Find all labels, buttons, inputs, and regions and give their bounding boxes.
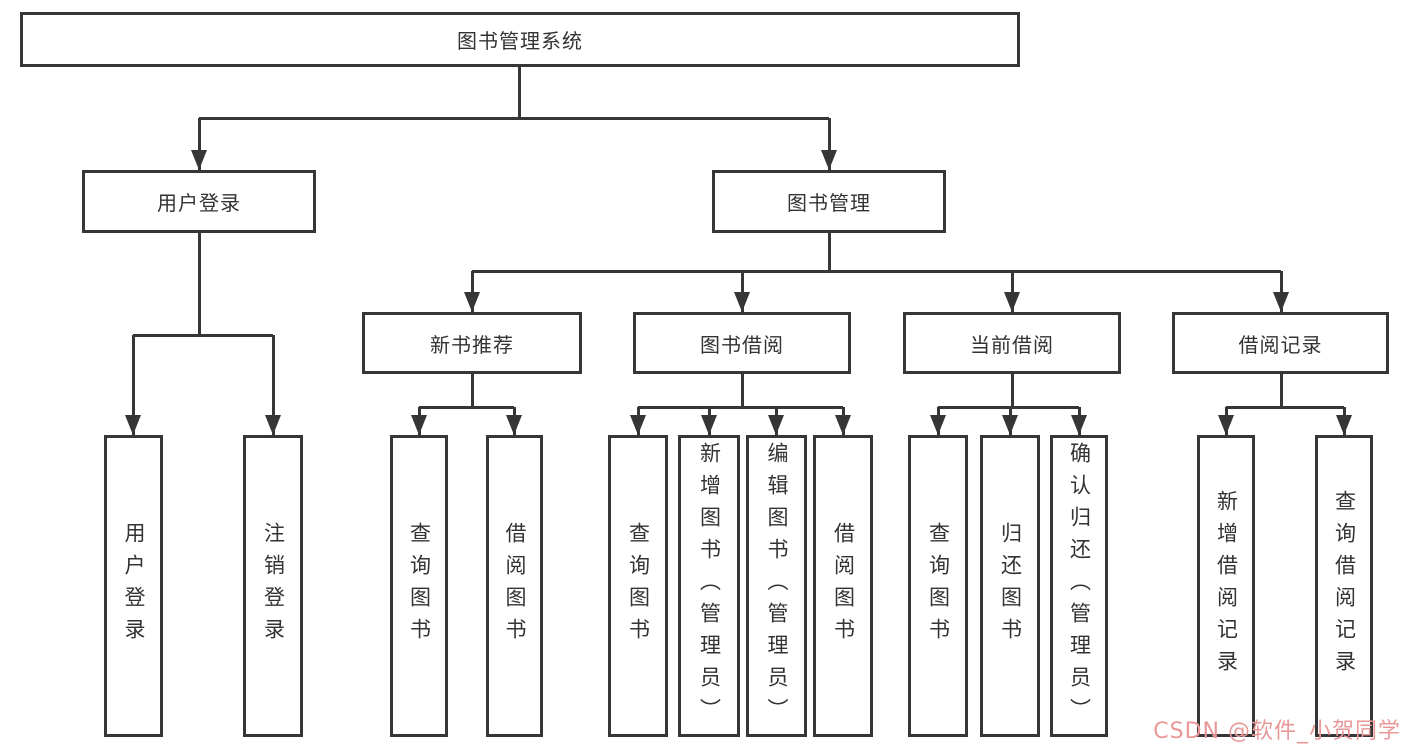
node-label: 借阅记录 <box>1238 332 1323 357</box>
arrowhead <box>506 415 522 435</box>
arrowhead <box>1071 415 1087 435</box>
leaf-label: 借阅图书 <box>503 522 527 650</box>
arrowhead <box>930 415 946 435</box>
node-book-borrowing: 图书借阅 <box>633 312 851 374</box>
node-book-management: 图书管理 <box>712 170 946 233</box>
connector-line <box>272 335 275 435</box>
arrowhead <box>701 415 717 435</box>
connector-line <box>198 118 201 170</box>
arrowhead <box>1336 415 1352 435</box>
connector-line <box>938 406 1079 409</box>
leaf-label: 编辑图书（管理员） <box>765 442 789 730</box>
leaf-query-books-borrowing: 查询图书 <box>608 435 668 737</box>
arrowhead <box>835 415 851 435</box>
connector-line <box>1280 271 1283 312</box>
connector-line <box>133 334 273 337</box>
leaf-borrow-books-recommend: 借阅图书 <box>486 435 543 737</box>
leaf-label: 归还图书 <box>998 522 1023 650</box>
leaf-query-borrow-record: 查询借阅记录 <box>1315 435 1373 737</box>
connector-line <box>471 374 474 407</box>
connector-line <box>741 271 744 312</box>
leaf-return-books: 归还图书 <box>980 435 1040 737</box>
leaf-label: 新增借阅记录 <box>1214 490 1239 682</box>
leaf-borrow-books-borrowing: 借阅图书 <box>813 435 873 737</box>
arrowhead <box>464 292 480 312</box>
connector-line <box>471 271 474 312</box>
leaf-label: 查询图书 <box>407 522 432 650</box>
node-label: 图书管理 <box>787 191 871 215</box>
arrowhead <box>630 415 646 435</box>
connector-line <box>419 406 514 409</box>
node-borrowing-records: 借阅记录 <box>1172 312 1389 374</box>
leaf-query-books-current: 查询图书 <box>908 435 968 737</box>
leaf-label: 新增图书（管理员） <box>697 442 722 730</box>
leaf-logout: 注销登录 <box>243 435 303 737</box>
arrowhead <box>1218 415 1234 435</box>
arrowhead <box>768 415 784 435</box>
arrowhead <box>734 292 750 312</box>
leaf-edit-books-admin: 编辑图书（管理员） <box>746 435 807 737</box>
connector-line <box>638 406 843 409</box>
arrowhead <box>1004 292 1020 312</box>
leaf-label: 查询图书 <box>626 522 651 650</box>
leaf-label: 查询借阅记录 <box>1332 490 1357 682</box>
connector-line <box>1011 271 1014 312</box>
arrowhead <box>1273 292 1289 312</box>
arrowhead <box>821 150 837 170</box>
node-label: 用户登录 <box>157 191 241 215</box>
connector-line <box>828 233 831 271</box>
connector-line <box>472 270 1281 273</box>
node-label: 当前借阅 <box>970 332 1054 357</box>
arrowhead <box>125 415 141 435</box>
watermark-csdn: CSDN @软件_小贺同学 <box>1153 719 1401 744</box>
node-label: 图书管理系统 <box>457 29 583 53</box>
leaf-user-login: 用户登录 <box>104 435 163 737</box>
leaf-confirm-return-admin: 确认归还（管理员） <box>1050 435 1108 737</box>
arrowhead <box>191 150 207 170</box>
arrowhead <box>265 415 281 435</box>
leaf-add-borrow-record: 新增借阅记录 <box>1197 435 1255 737</box>
connector-line <box>1280 374 1283 407</box>
connector-line <box>199 117 829 120</box>
arrowhead <box>1002 415 1018 435</box>
connector-line <box>1011 374 1014 407</box>
connector-line <box>1226 406 1344 409</box>
leaf-label: 用户登录 <box>122 522 146 650</box>
leaf-query-books-recommend: 查询图书 <box>390 435 448 737</box>
arrowhead <box>411 415 427 435</box>
leaf-label: 查询图书 <box>926 522 951 650</box>
node-current-borrowing: 当前借阅 <box>903 312 1121 374</box>
connector-line <box>828 118 831 170</box>
leaf-label: 注销登录 <box>261 522 286 650</box>
connector-line <box>518 67 521 118</box>
leaf-label: 确认归还（管理员） <box>1067 442 1092 730</box>
connector-line <box>741 374 744 407</box>
node-new-book-recommendation: 新书推荐 <box>362 312 582 374</box>
node-library-management-system: 图书管理系统 <box>20 12 1020 67</box>
leaf-label: 借阅图书 <box>831 522 856 650</box>
node-label: 新书推荐 <box>430 332 514 357</box>
node-label: 图书借阅 <box>700 332 784 357</box>
connector-line <box>132 335 135 435</box>
node-user-login: 用户登录 <box>82 170 316 233</box>
leaf-add-books-admin: 新增图书（管理员） <box>678 435 740 737</box>
connector-line <box>198 233 201 335</box>
